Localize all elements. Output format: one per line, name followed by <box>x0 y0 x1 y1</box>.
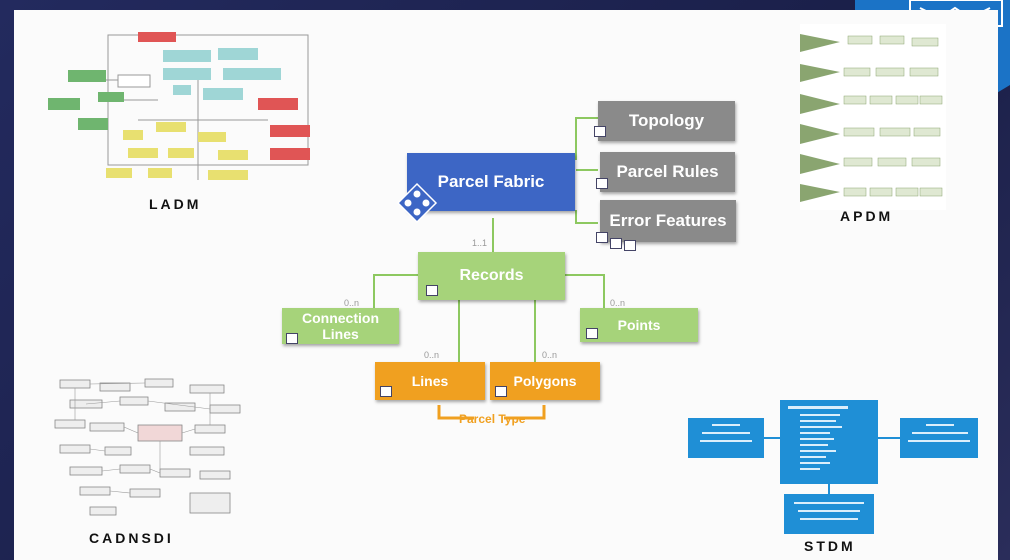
error-features-node: Error Features <box>600 200 736 242</box>
topology-icon <box>594 126 606 137</box>
points-node: Points <box>580 308 698 342</box>
cardinality-polygons: 0..n <box>542 350 558 360</box>
parcel-rules-icon <box>596 178 608 189</box>
cardinality-lines: 0..n <box>424 350 440 360</box>
polygons-label: Polygons <box>513 373 577 389</box>
records-label: Records <box>459 267 524 284</box>
cardinality-points: 0..n <box>610 298 626 308</box>
error-features-icon <box>596 232 608 243</box>
cadnsdi-diagram <box>50 375 252 525</box>
cadnsdi-label: CADNSDI <box>89 530 174 546</box>
topology-label: Topology <box>628 111 705 130</box>
error-features-icon-2 <box>610 238 622 249</box>
parcel-fabric-icon <box>396 182 438 224</box>
connection-lines-node: Connection Lines <box>282 308 399 344</box>
points-icon <box>586 328 598 339</box>
records-icon <box>426 285 438 296</box>
cardinality-records: 1..1 <box>472 238 488 248</box>
polygons-node: Polygons <box>490 362 600 400</box>
cardinality-connection-lines: 0..n <box>344 298 360 308</box>
parcel-type-label: Parcel Type <box>459 412 526 426</box>
error-features-label: Error Features <box>609 211 727 230</box>
stdm-diagram <box>688 398 978 538</box>
polygons-icon <box>495 386 507 397</box>
ladm-label: LADM <box>149 196 202 212</box>
ladm-diagram <box>48 30 318 192</box>
slide-canvas: Parcel Fabric Topology Parcel Rules Erro… <box>14 10 998 560</box>
parcel-fabric-node: Parcel Fabric <box>407 153 575 211</box>
connectors <box>373 117 605 420</box>
connection-lines-label: Connection Lines <box>302 310 379 342</box>
apdm-diagram <box>800 24 946 210</box>
points-label: Points <box>617 317 661 333</box>
lines-icon <box>380 386 392 397</box>
topology-node: Topology <box>598 101 735 141</box>
lines-node: Lines <box>375 362 485 400</box>
records-node: Records <box>418 252 565 300</box>
parcel-rules-label: Parcel Rules <box>616 162 719 181</box>
lines-label: Lines <box>411 373 449 389</box>
parcel-rules-node: Parcel Rules <box>600 152 735 192</box>
parcel-fabric-label: Parcel Fabric <box>437 172 545 191</box>
stdm-label: STDM <box>804 538 856 554</box>
error-features-icon-3 <box>624 240 636 251</box>
connection-lines-icon <box>286 333 298 344</box>
apdm-label: APDM <box>840 208 894 224</box>
